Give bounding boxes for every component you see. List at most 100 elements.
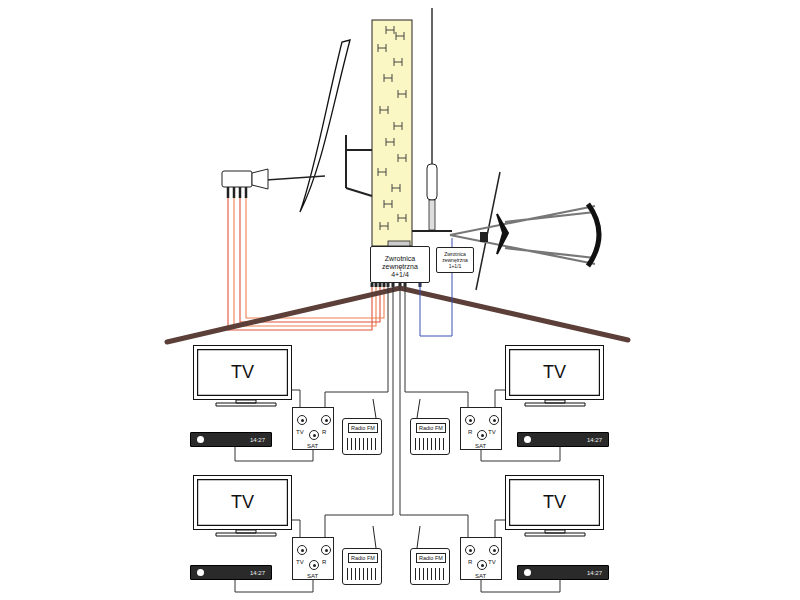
socket-port	[477, 560, 487, 570]
panel-element	[398, 90, 406, 98]
display-time: 14:27	[587, 437, 602, 443]
cable-line	[481, 580, 560, 592]
speaker-grill	[347, 438, 377, 450]
speaker-grill	[415, 438, 445, 450]
socket-port	[465, 415, 475, 425]
panel-element	[380, 106, 388, 114]
coax-cable	[481, 580, 560, 592]
panel-element	[394, 58, 402, 66]
tv-stand	[216, 400, 276, 406]
rod-antenna	[431, 8, 433, 166]
antenna-dipole	[497, 214, 508, 254]
display-time: 14:27	[587, 570, 602, 576]
tv-set: TV	[505, 475, 604, 530]
port-label: R	[322, 559, 326, 565]
port-label: TV	[488, 429, 496, 435]
fm-radio: Radio FM	[410, 548, 450, 585]
cable-line	[495, 520, 505, 537]
receiver-knob	[197, 436, 204, 443]
display-time: 14:27	[250, 570, 265, 576]
antenna-balun	[480, 232, 488, 242]
antenna-reflector	[588, 204, 599, 266]
panel-element	[386, 26, 394, 34]
sat-cable	[246, 198, 384, 318]
coax-cable	[400, 283, 468, 537]
tv-set: TV	[193, 345, 292, 400]
socket-port	[321, 545, 331, 555]
terrestrial-panel-antenna	[372, 20, 412, 246]
socket-port	[309, 560, 319, 570]
port-label: SAT	[475, 573, 486, 579]
rod-antenna-base	[427, 164, 437, 200]
receiver-knob	[524, 436, 531, 443]
antenna-mount	[412, 230, 452, 232]
radio-label: Radio FM	[348, 553, 378, 563]
port-label: R	[468, 559, 472, 565]
port-label: SAT	[307, 443, 318, 449]
socket-port	[297, 545, 307, 555]
panel-element	[384, 200, 392, 208]
coax-cable	[292, 520, 300, 537]
device-label: Zwrotnica zewnętrzna 4+1/4	[373, 255, 427, 279]
port-label: SAT	[307, 573, 318, 579]
port-label: R	[468, 429, 472, 435]
rod-antenna-clamp	[429, 200, 435, 230]
coax-cable	[292, 390, 300, 407]
cable-line	[292, 390, 300, 407]
socket-port	[321, 415, 331, 425]
fm-radio: Radio FM	[342, 548, 382, 585]
satellite-dish	[300, 40, 350, 212]
radio-label: Radio FM	[416, 423, 446, 433]
receiver-knob	[197, 569, 204, 576]
socket-port	[477, 430, 487, 440]
lnb-arm	[266, 176, 325, 180]
coax-cable	[495, 520, 505, 537]
sat-receiver: 14:27	[190, 432, 272, 447]
panel-element	[378, 44, 386, 52]
panel-element	[384, 74, 392, 82]
coax-cable	[405, 283, 468, 407]
panel-element	[378, 168, 386, 176]
panel-element	[392, 184, 400, 192]
cable-line	[325, 283, 393, 537]
panel-element	[386, 138, 394, 146]
cable-line	[495, 390, 505, 407]
device-label: Zwrotnica zewnętrzna 1+1/1	[439, 251, 471, 269]
sat-cable	[240, 198, 380, 322]
panel-element	[380, 222, 388, 230]
tv-stand	[525, 530, 585, 536]
socket-port	[489, 545, 499, 555]
radio-label: Radio FM	[348, 423, 378, 433]
antenna-pole	[476, 172, 500, 290]
coax-cable	[325, 283, 393, 537]
tv-stand	[525, 400, 585, 406]
antenna-cable	[452, 238, 453, 247]
dish-bracket	[346, 150, 372, 196]
wall-socket: TV R SAT	[292, 537, 334, 580]
sat-receiver: 14:27	[517, 432, 609, 447]
combiner-box: Zwrotnica zewnętrzna 1+1/1	[436, 247, 474, 273]
wall-socket: R TV SAT	[460, 537, 502, 580]
port-label: TV	[296, 429, 304, 435]
panel-elements	[378, 26, 406, 230]
tv-set: TV	[193, 475, 292, 530]
panel-element	[398, 154, 406, 162]
port-label: SAT	[475, 443, 486, 449]
cable-line	[292, 520, 300, 537]
sat-receiver: 14:27	[517, 565, 609, 580]
cable-line	[235, 580, 313, 592]
panel-element	[398, 214, 406, 222]
fm-radio: Radio FM	[342, 418, 382, 455]
screen-label: TV	[543, 492, 566, 513]
sat-receiver: 14:27	[190, 565, 272, 580]
cable-line	[405, 283, 468, 407]
lnb-horn	[252, 169, 268, 189]
wall-socket: TVRSAT	[292, 407, 334, 450]
coax-cable	[495, 390, 505, 407]
cable-line	[325, 283, 388, 407]
port-label: TV	[296, 559, 304, 565]
port-label: TV	[488, 559, 496, 565]
tv-set: TV	[505, 345, 604, 400]
